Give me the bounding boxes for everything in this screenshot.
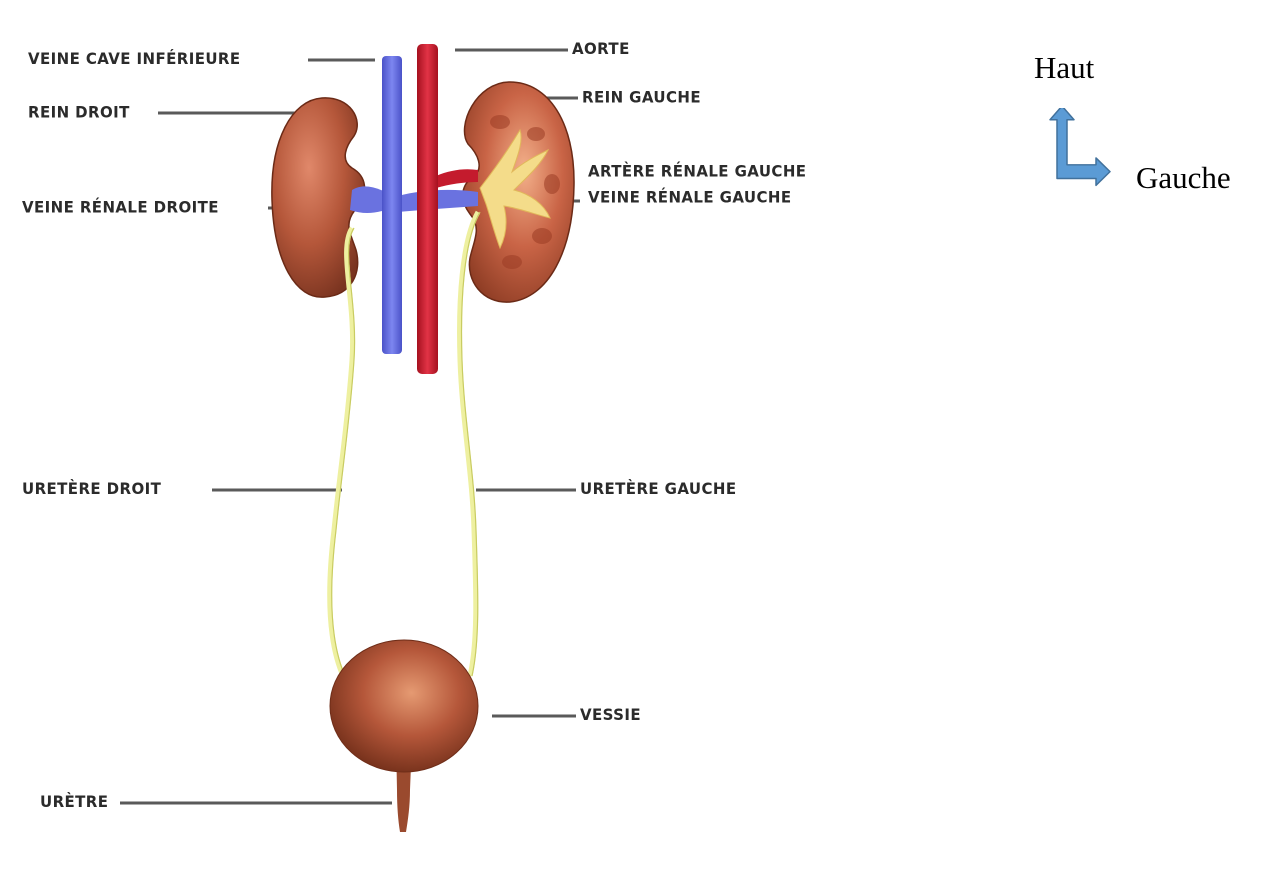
label-uretere-gauche: URETÈRE GAUCHE bbox=[580, 480, 737, 499]
inferior-vena-cava bbox=[382, 56, 402, 354]
label-aorte: AORTE bbox=[572, 40, 630, 59]
orientation-up-label: Haut bbox=[1034, 50, 1094, 86]
label-veine-cave-inferieure: VEINE CAVE INFÉRIEURE bbox=[28, 50, 241, 69]
label-veine-renale-gauche: VEINE RÉNALE GAUCHE bbox=[588, 188, 792, 207]
aorta bbox=[417, 44, 438, 374]
bent-arrow-icon bbox=[1048, 108, 1116, 188]
right-kidney bbox=[272, 98, 365, 297]
bladder bbox=[330, 640, 478, 772]
label-uretre: URÈTRE bbox=[40, 793, 108, 812]
label-rein-droit: REIN DROIT bbox=[28, 103, 130, 122]
right-renal-vein bbox=[350, 186, 386, 213]
label-uretere-droit: URETÈRE DROIT bbox=[22, 480, 161, 499]
label-rein-gauche: REIN GAUCHE bbox=[582, 88, 701, 107]
label-vessie: VESSIE bbox=[580, 706, 641, 725]
label-artere-renale-gauche: ARTÈRE RÉNALE GAUCHE bbox=[588, 162, 806, 181]
label-veine-renale-droite: VEINE RÉNALE DROITE bbox=[22, 198, 219, 217]
orientation-left-label: Gauche bbox=[1136, 160, 1231, 196]
